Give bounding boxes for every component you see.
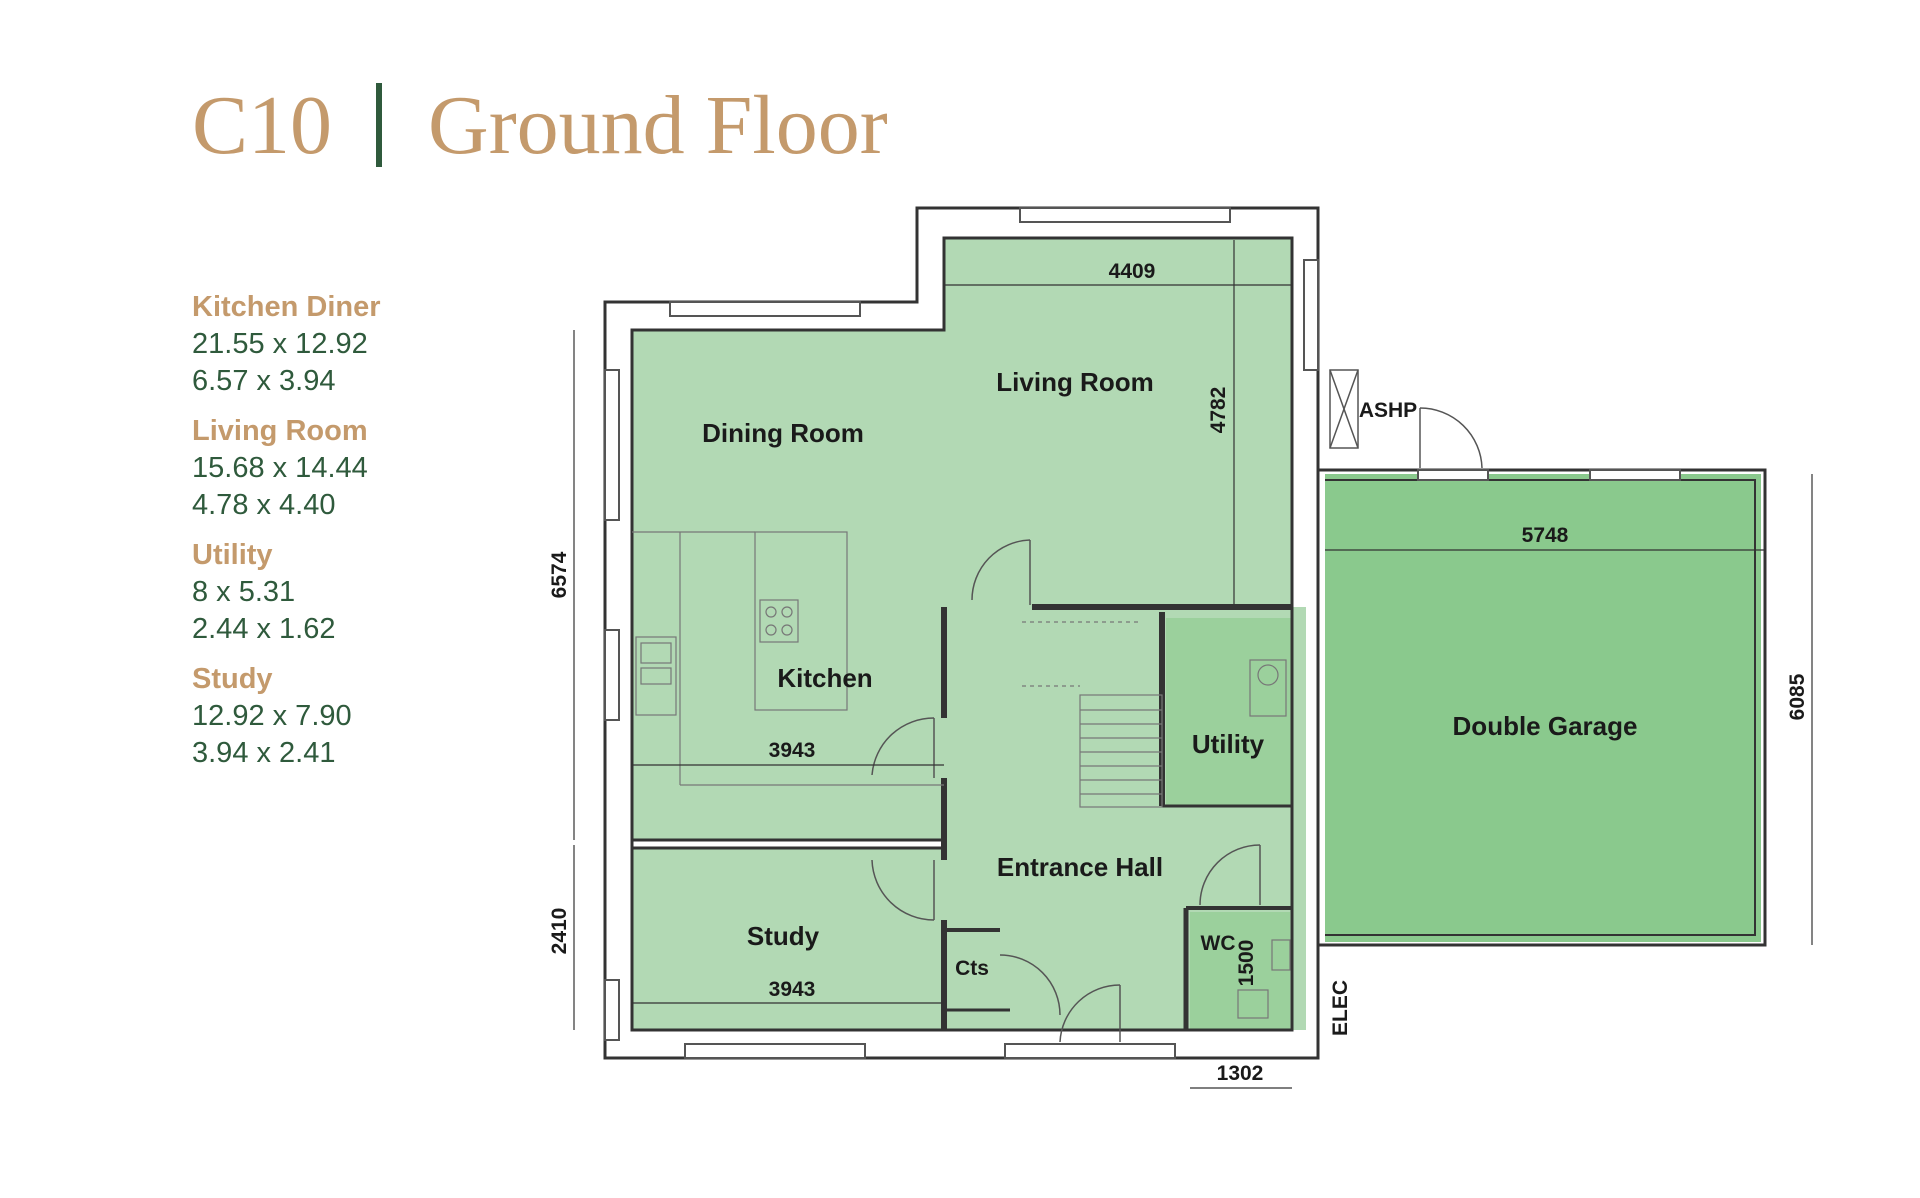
spec-metric: 3.94 x 2.41 [192,737,336,769]
room-label-double-garage: Double Garage [1453,711,1638,741]
spec-living-room: Living Room 15.68 x 14.44 4.78 x 4.40 [192,412,512,524]
spec-metric: 6.57 x 3.94 [192,365,336,397]
spec-imperial: 15.68 x 14.44 [192,452,368,484]
house-type-code: C10 [192,78,333,172]
spec-imperial: 21.55 x 12.92 [192,328,368,360]
dimension-kitchen-width: 3943 [769,739,816,762]
spec-study: Study 12.92 x 7.90 3.94 x 2.41 [192,660,512,772]
room-label-cts: Cts [955,957,989,980]
staircase [1022,621,1163,808]
spec-metric: 2.44 x 1.62 [192,613,336,645]
floor-name: Ground Floor [428,78,888,172]
room-label-dining-room: Dining Room [702,418,864,448]
ashp-unit [1329,369,1359,449]
dimension-left-upper: 6574 [548,551,571,598]
spec-name: Study [192,663,273,695]
spec-name: Living Room [192,415,368,447]
dimension-left-lower: 2410 [548,908,571,955]
room-label-utility: Utility [1192,729,1265,759]
dimension-living-width: 4409 [1109,260,1156,283]
spec-name: Utility [192,539,273,571]
dimension-study-width: 3943 [769,978,816,1001]
spec-imperial: 12.92 x 7.90 [192,700,352,732]
door-swings [871,407,1483,1043]
dimension-wc-width: 1302 [1217,1062,1264,1085]
toilet-icon [1237,989,1269,1019]
page-title: C10 Ground Floor [192,70,888,180]
dimension-living-depth: 4782 [1207,387,1230,434]
dimension-wc-depth: 1500 [1235,940,1258,987]
walls [603,206,1767,1060]
label-ashp: ASHP [1359,399,1417,422]
room-label-kitchen: Kitchen [777,663,872,693]
dimension-lines [573,240,1813,1089]
basin-icon [1271,939,1291,971]
utility-fill [1166,618,1292,806]
room-label-living-room: Living Room [996,367,1153,397]
room-label-study: Study [747,921,820,951]
spec-utility: Utility 8 x 5.31 2.44 x 1.62 [192,536,512,648]
room-label-wc: WC [1201,932,1236,955]
windows [604,207,1681,1059]
wc-fill [1190,912,1290,1030]
double-garage-fill [1325,474,1761,942]
hob-icon [759,599,799,643]
kitchen-fittings [632,531,1291,1019]
dimension-garage-depth: 6085 [1786,673,1809,720]
title-divider [376,83,383,167]
room-label-entrance-hall: Entrance Hall [997,852,1163,882]
spec-metric: 4.78 x 4.40 [192,489,336,521]
dimension-garage-width: 5748 [1522,524,1569,547]
sink-icon [635,636,677,716]
study-fill [632,848,944,1030]
spec-kitchen-diner: Kitchen Diner 21.55 x 12.92 6.57 x 3.94 [192,288,512,400]
room-dimensions-list: Kitchen Diner 21.55 x 12.92 6.57 x 3.94 … [192,288,512,784]
spec-name: Kitchen Diner [192,291,381,323]
kitchen-diner-living-fill [632,238,1292,840]
utility-sink-icon [1249,659,1287,717]
label-elec: ELEC [1329,980,1352,1036]
spec-imperial: 8 x 5.31 [192,576,296,608]
